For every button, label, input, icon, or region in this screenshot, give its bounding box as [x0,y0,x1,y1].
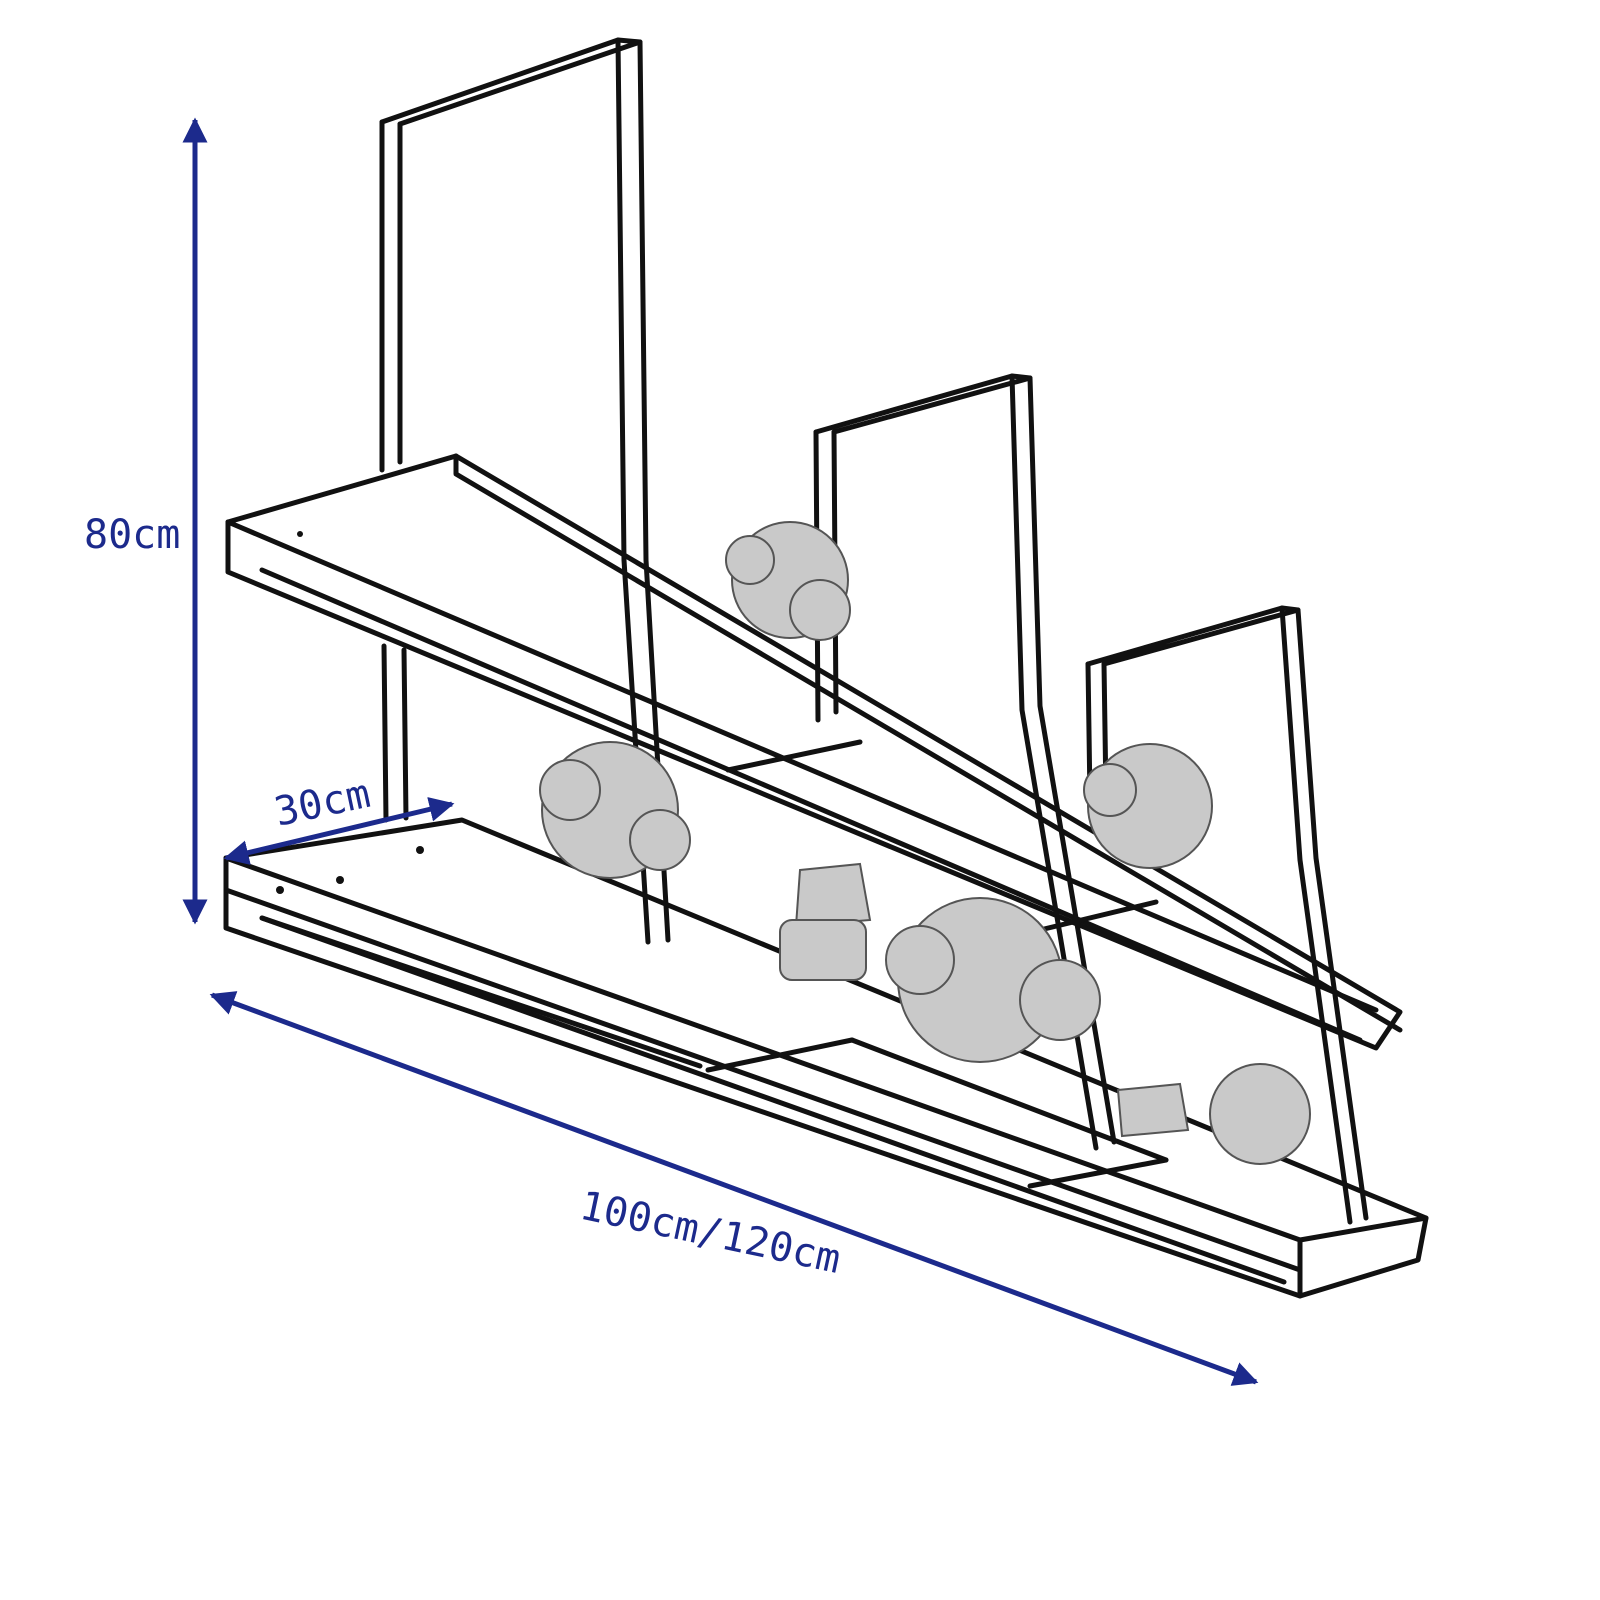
height-label: 80cm [84,512,180,558]
support-posts-left [381,643,409,823]
length-label: 100cm/120cm [576,1183,845,1283]
hanging-frame-middle [813,373,1033,723]
plant [1209,1063,1311,1165]
upper-shelf [225,453,1403,1051]
plant [539,741,691,879]
shelf-illustration [223,37,1429,1299]
plant [725,521,851,641]
depth-dimension-arrow [223,797,455,865]
plant [1083,743,1213,869]
cup [794,862,872,928]
length-dimension-arrow [209,991,1259,1386]
jar [779,919,867,981]
hanging-frame-back-left [379,37,643,473]
cup [1116,1082,1190,1138]
